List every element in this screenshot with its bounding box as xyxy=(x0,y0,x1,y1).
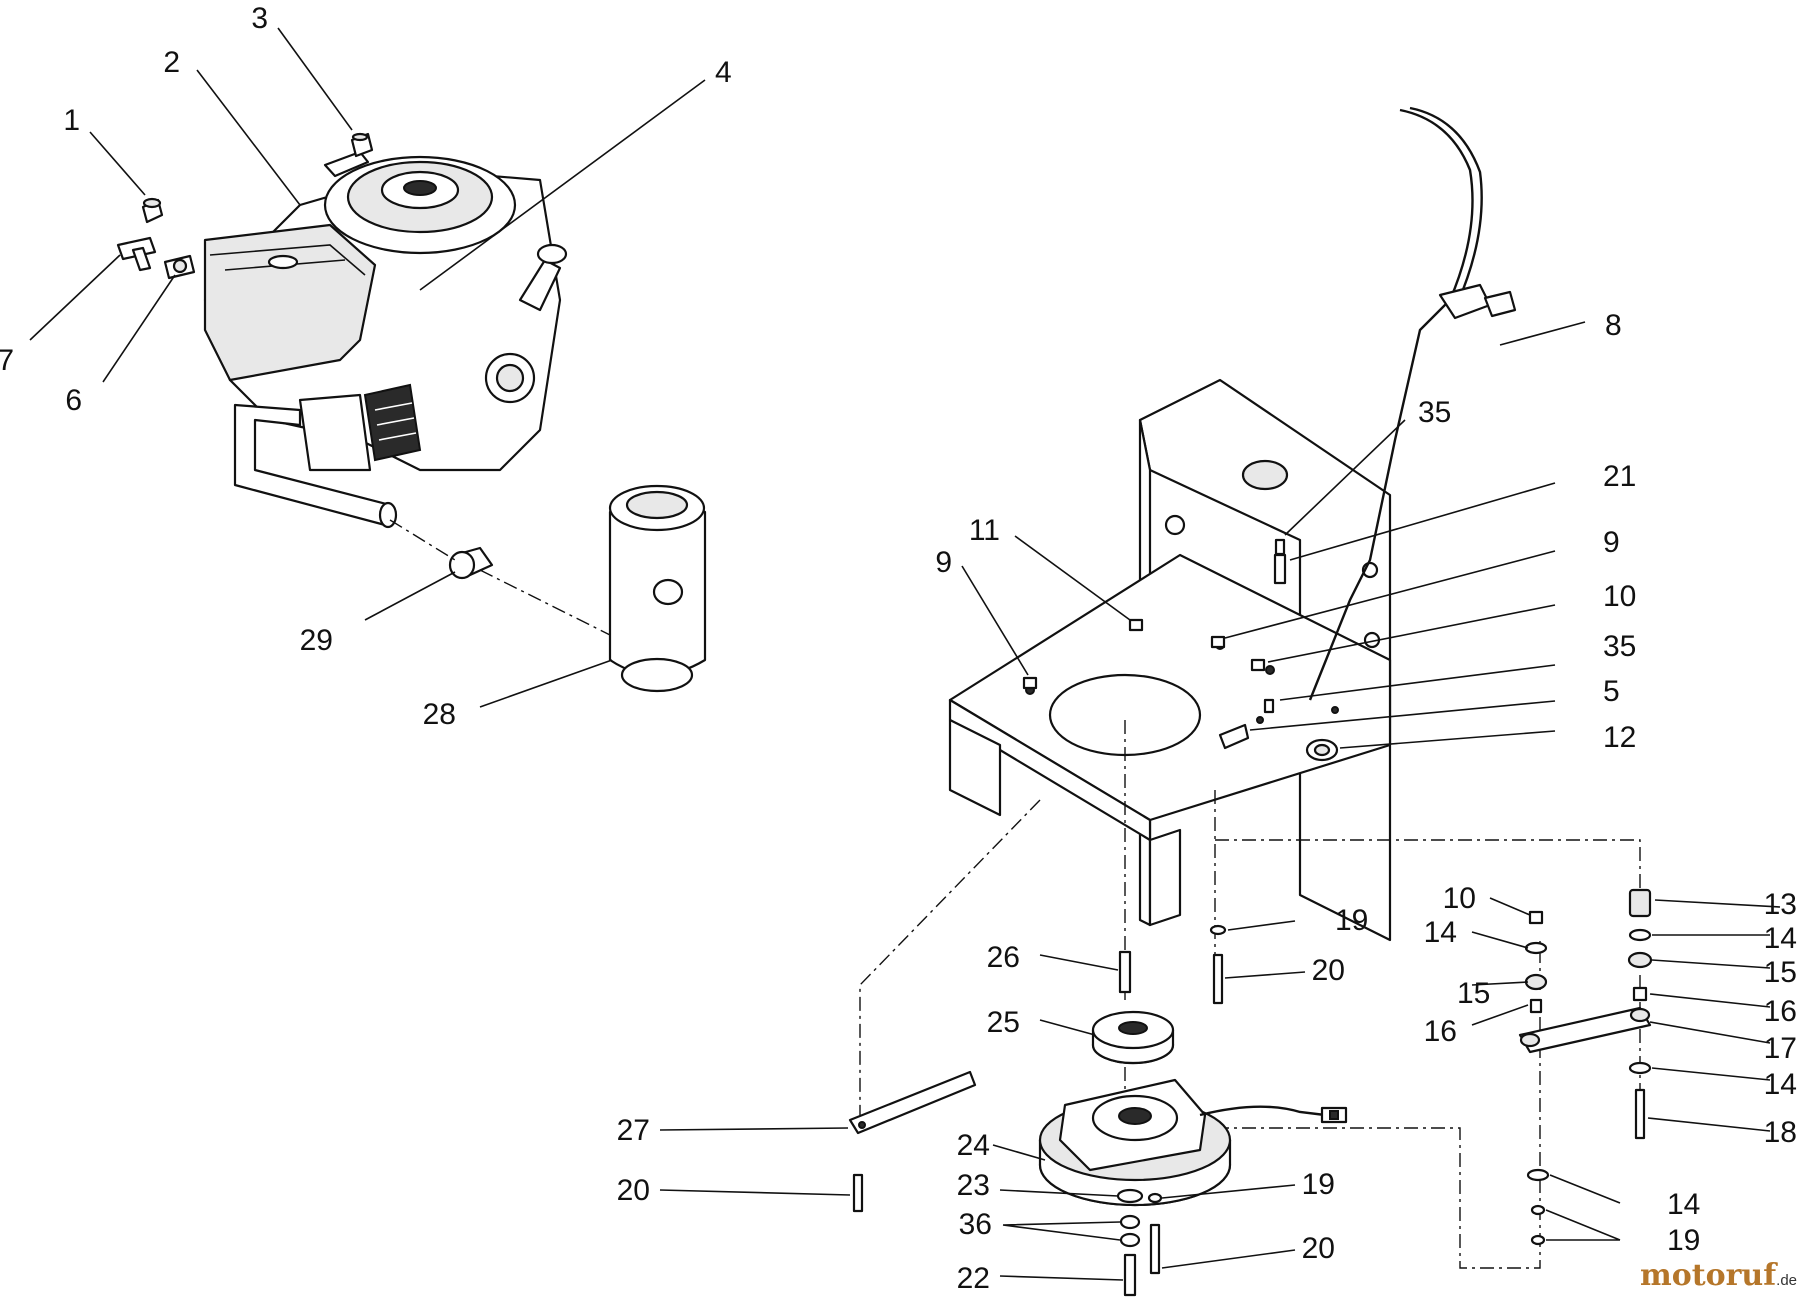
callout-label-23: 23 xyxy=(957,1169,990,1202)
callout-label-14: 14 xyxy=(1667,1188,1700,1221)
leader-lines xyxy=(29,27,1781,1281)
callout-label-21: 21 xyxy=(1603,460,1636,493)
callout-label-28: 28 xyxy=(423,698,456,731)
part-14-washer-b xyxy=(1628,1061,1652,1075)
callout-label-16: 16 xyxy=(1424,1015,1457,1048)
part-19-lockwasher-a xyxy=(1530,1204,1546,1216)
callout-label-12: 12 xyxy=(1603,721,1636,754)
clutch-hardware xyxy=(852,1173,1163,1297)
part-35-screw-lower xyxy=(1263,698,1275,714)
callout-label-9: 9 xyxy=(935,546,952,579)
part-35-screw-top xyxy=(1274,538,1286,556)
watermark: motoruf.de xyxy=(1640,1258,1797,1293)
callout-label-19: 19 xyxy=(1335,904,1368,937)
part-5-switch xyxy=(1218,723,1250,750)
part-29-clamp xyxy=(448,546,494,580)
callout-label-16: 16 xyxy=(1764,995,1797,1028)
callout-label-4: 4 xyxy=(715,56,732,89)
callout-label-17: 17 xyxy=(1764,1032,1797,1065)
part-11-nut xyxy=(1128,618,1144,632)
part-9-nut-left xyxy=(1022,676,1038,690)
callout-label-15: 15 xyxy=(1764,956,1797,989)
callout-label-14: 14 xyxy=(1764,922,1797,955)
callout-label-25: 25 xyxy=(987,1006,1020,1039)
part-3-fitting xyxy=(350,132,374,158)
callout-label-1: 1 xyxy=(63,104,80,137)
callout-label-9: 9 xyxy=(1603,526,1620,559)
callout-label-13: 13 xyxy=(1764,888,1797,921)
part-19-lockwasher-frame xyxy=(1209,924,1227,936)
part-13-spacer xyxy=(1628,888,1652,918)
watermark-suffix: .de xyxy=(1776,1272,1798,1289)
callout-label-20: 20 xyxy=(617,1174,650,1207)
callout-label-20: 20 xyxy=(1302,1232,1335,1265)
callout-label-22: 22 xyxy=(957,1262,990,1295)
callout-label-14: 14 xyxy=(1764,1068,1797,1101)
callout-label-29: 29 xyxy=(300,624,333,657)
part-14-washer-lower xyxy=(1526,1168,1550,1182)
part-20-bolt-frame xyxy=(1212,953,1224,1005)
frame-bolt-set xyxy=(1209,924,1227,1005)
part-21-bolt xyxy=(1273,553,1287,585)
callout-label-35: 35 xyxy=(1603,630,1636,663)
callout-label-15: 15 xyxy=(1457,977,1490,1010)
callout-label-7: 7 xyxy=(0,344,14,377)
part-20-bolt-bracket xyxy=(852,1173,864,1213)
watermark-brand: motoruf xyxy=(1640,1258,1777,1293)
part-8-wire-harness xyxy=(1308,106,1517,701)
engine-assembly xyxy=(203,150,568,529)
part-10-nut-left xyxy=(1528,910,1544,925)
part-6-adapter xyxy=(163,254,196,280)
part-22-bolt xyxy=(1123,1253,1137,1297)
part-18-bolt xyxy=(1634,1088,1646,1140)
frame-hardware xyxy=(1022,538,1339,762)
callout-label-20: 20 xyxy=(1312,954,1345,987)
part-7-tee-fitting xyxy=(116,236,157,272)
callout-label-35: 35 xyxy=(1418,396,1451,429)
callout-label-14: 14 xyxy=(1424,916,1457,949)
callout-label-8: 8 xyxy=(1605,309,1622,342)
callout-label-19: 19 xyxy=(1667,1224,1700,1257)
part-36-washer-a xyxy=(1119,1214,1141,1230)
callout-label-2: 2 xyxy=(163,46,180,79)
part-10-nut xyxy=(1250,658,1266,672)
part-28-muffler xyxy=(608,484,707,693)
part-27-bracket xyxy=(848,1070,977,1135)
callout-label-3: 3 xyxy=(251,2,268,35)
part-14-washer-left xyxy=(1524,941,1548,955)
callout-label-27: 27 xyxy=(617,1114,650,1147)
part-1-fitting xyxy=(141,197,164,224)
callout-label-11: 11 xyxy=(969,514,1000,547)
callout-label-36: 36 xyxy=(959,1208,992,1241)
frame-chassis xyxy=(948,378,1392,942)
part-14-washer-a xyxy=(1628,928,1652,942)
callout-label-5: 5 xyxy=(1603,675,1620,708)
callout-label-26: 26 xyxy=(987,941,1020,974)
idler-hardware-stack xyxy=(1518,888,1653,1246)
part-15-bearing-right xyxy=(1627,951,1653,969)
part-19-lockwasher-clutch xyxy=(1147,1192,1163,1204)
callout-label-6: 6 xyxy=(65,384,82,417)
part-20-bolt-clutch xyxy=(1149,1223,1161,1275)
callout-label-24: 24 xyxy=(957,1129,990,1162)
callout-label-19: 19 xyxy=(1302,1168,1335,1201)
part-9-nut-right xyxy=(1210,635,1226,649)
callout-label-10: 10 xyxy=(1443,882,1476,915)
part-16-bushing-left xyxy=(1529,998,1543,1014)
part-23-washer xyxy=(1116,1188,1144,1204)
part-19-lockwasher-b xyxy=(1530,1234,1546,1246)
part-15-bearing-left xyxy=(1524,973,1548,991)
part-16-bushing-right xyxy=(1632,986,1648,1002)
part-36-washer-b xyxy=(1119,1232,1141,1248)
callout-label-18: 18 xyxy=(1764,1116,1797,1149)
part-25-pulley xyxy=(1091,1010,1175,1065)
part-26-key xyxy=(1118,950,1132,994)
callout-label-10: 10 xyxy=(1603,580,1636,613)
part-24-electric-clutch xyxy=(1038,1078,1348,1207)
